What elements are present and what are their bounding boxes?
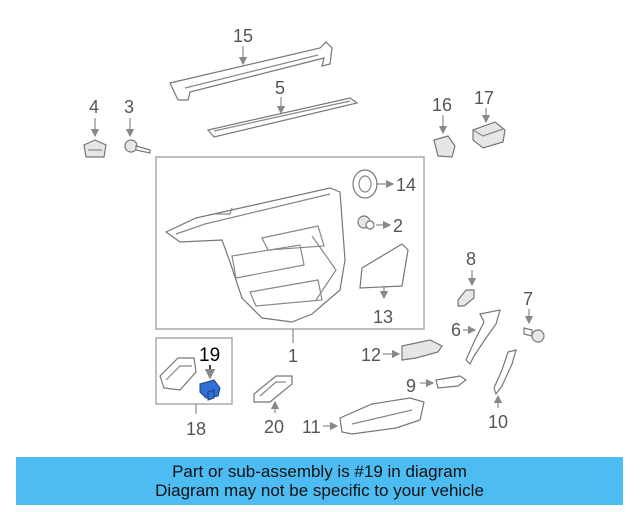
- callout-15: 15: [233, 26, 253, 46]
- part-20-switch-bezel[interactable]: [253, 375, 293, 403]
- part-1-frame: [155, 156, 425, 330]
- part-13-insert-panel[interactable]: [359, 243, 409, 289]
- part-7-bolt[interactable]: [523, 327, 545, 343]
- callout-18: 18: [186, 419, 206, 439]
- part-14-speaker-grille[interactable]: [352, 169, 378, 199]
- banner-line-2: Diagram may not be specific to your vehi…: [155, 481, 484, 500]
- part-11-armrest[interactable]: [339, 397, 425, 435]
- callout-6: 6: [451, 320, 461, 340]
- part-8-bracket[interactable]: [457, 289, 475, 307]
- callout-5: 5: [275, 78, 285, 98]
- callout-8: 8: [466, 249, 476, 269]
- callout-1: 1: [288, 346, 298, 366]
- callout-4: 4: [89, 97, 99, 117]
- part-6-trim-piece[interactable]: [465, 309, 501, 366]
- callout-17: 17: [474, 88, 494, 108]
- callout-11: 11: [302, 417, 321, 437]
- part-10-trim-strip[interactable]: [493, 349, 517, 396]
- callout-13: 13: [373, 307, 393, 327]
- callout-3: 3: [124, 97, 134, 117]
- part-2-push-clip[interactable]: [357, 215, 375, 230]
- part-16-clip[interactable]: [433, 135, 456, 158]
- part-15-window-trim[interactable]: [169, 41, 333, 101]
- callout-7: 7: [523, 289, 533, 309]
- part-17-block[interactable]: [472, 121, 506, 149]
- callout-20: 20: [264, 417, 284, 437]
- callout-9: 9: [406, 376, 416, 396]
- callout-2: 2: [393, 216, 403, 236]
- part-18-housing[interactable]: [159, 357, 197, 391]
- part-4-clip[interactable]: [83, 139, 107, 158]
- callout-19: 19: [199, 345, 220, 366]
- part-9-small-trim[interactable]: [435, 375, 468, 389]
- part-18-box: [155, 337, 233, 405]
- part-1-door-trim-panel[interactable]: [164, 187, 346, 323]
- banner-line-1: Part or sub-assembly is #19 in diagram: [172, 462, 467, 481]
- callout-16: 16: [432, 95, 452, 115]
- part-12-handle-cover[interactable]: [401, 339, 443, 361]
- parts-diagram: 15 5 4 3 16 17: [83, 26, 545, 439]
- part-5-belt-molding[interactable]: [206, 97, 359, 138]
- part-3-screw[interactable]: [124, 139, 151, 154]
- callout-14: 14: [396, 175, 416, 195]
- part-19-connector[interactable]: [199, 379, 221, 401]
- callout-12: 12: [361, 345, 381, 365]
- callout-10: 10: [488, 412, 508, 432]
- info-banner: Part or sub-assembly is #19 in diagram D…: [16, 457, 623, 505]
